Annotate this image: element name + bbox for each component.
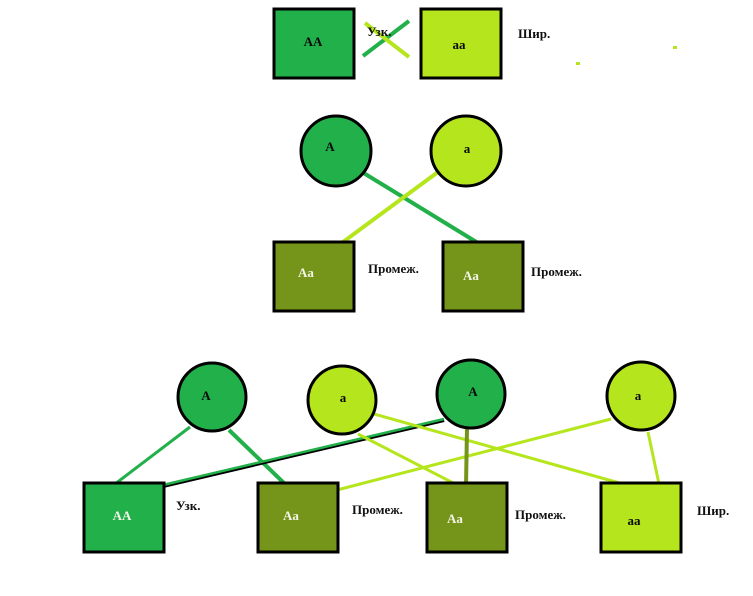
gamete-link [114,425,191,486]
gamete-circle-f2-3 [435,358,507,430]
parent-square-1 [272,7,356,80]
gamete-link [646,431,661,485]
offspring-phenotype-f2-2: Промеж. [352,502,403,517]
offspring-phenotype-f2-1: Узк. [176,498,200,513]
offspring-square-f1-2 [441,240,525,313]
gamete-link [464,427,469,487]
parent-phenotype-1: Узк. [367,24,391,39]
offspring-square-f2-1 [82,481,166,554]
cross-line-recessive [363,21,411,59]
gamete-circle-f2-2 [306,364,378,436]
gamete-link [162,417,445,487]
gamete-allele-2: a [464,141,471,156]
offspring-genotype-f2-1: AA [113,508,132,523]
offspring-square-f1-1 [272,240,356,313]
gamete-link [337,170,440,247]
offspring-phenotype-f2-3: Промеж. [515,507,566,522]
offspring-phenotype-f1-2: Промеж. [531,264,582,279]
parent-genotype-1: AA [304,34,323,49]
offspring-square-f2-4 [599,481,683,554]
gamete-circle-2 [429,114,503,188]
parent-phenotype-2: Шир. [518,26,550,41]
offspring-phenotype-f1-1: Промеж. [368,261,419,276]
gamete-link [227,428,288,487]
offspring-square-f2-3 [425,481,509,554]
offspring-square-f2-2 [256,481,340,554]
parent-genotype-2: aa [453,37,467,52]
gamete-circle-f2-1 [176,361,248,433]
gamete-allele-f2-2: a [340,390,347,405]
offspring-genotype-f1-1: Aa [298,265,314,280]
stray-dot [673,46,677,49]
gamete-circle-1 [299,114,373,188]
gamete-link [360,170,480,245]
gamete-link [357,432,462,489]
gamete-allele-f2-1: A [201,388,211,403]
offspring-genotype-f1-2: Aa [463,268,479,283]
parent-square-2 [419,7,503,80]
gamete-allele-f2-4: a [635,388,642,403]
offspring-genotype-f2-4: aa [628,513,642,528]
gamete-circle-f2-4 [605,360,677,432]
gamete-allele-1: A [325,139,335,154]
offspring-genotype-f2-3: Aa [447,511,463,526]
stray-dot [576,62,580,65]
gamete-link [336,417,612,492]
offspring-phenotype-f2-4: Шир. [697,503,729,518]
offspring-genotype-f2-2: Aa [283,508,299,523]
gamete-allele-f2-3: A [468,384,478,399]
